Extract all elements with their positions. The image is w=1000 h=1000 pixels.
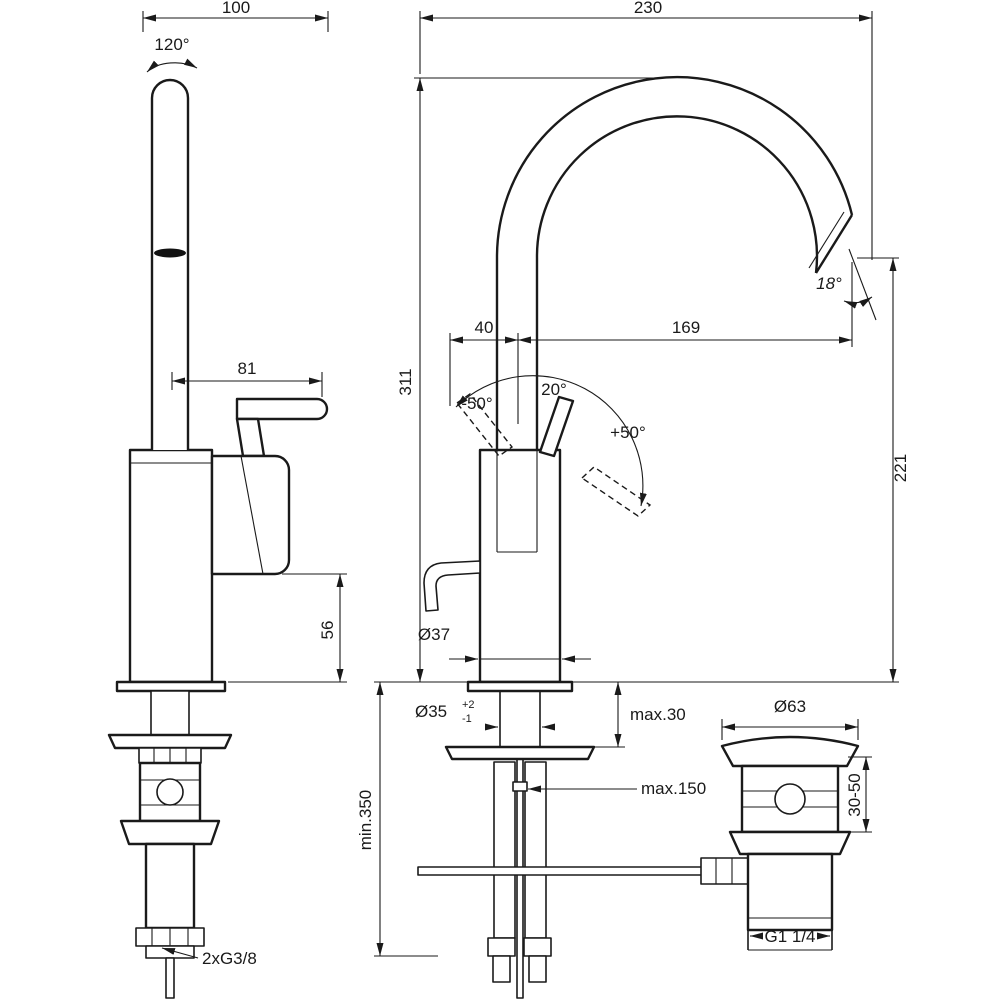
front-threaded-shank: [499, 690, 541, 748]
dim-overall-height: 311: [396, 368, 415, 395]
side-spout: [150, 78, 190, 450]
side-view-dimensions: 100 120° 81 56 2xG3/8: [142, 0, 347, 968]
dim-outlet-angle: 18°: [816, 274, 842, 293]
dim-axis-offset: 40: [475, 318, 494, 337]
dim-waste-flange-diameter: Ø63: [774, 697, 806, 716]
dim-handle-swing-left: -50°: [461, 394, 492, 413]
dim-rod-length: max.150: [641, 779, 706, 798]
side-waste-tailpipe: [144, 842, 196, 930]
dim-body-diameter: Ø37: [418, 625, 450, 644]
supply-hose-left: [493, 761, 516, 939]
outlet-angle-arc: [843, 296, 873, 309]
dim-outlet-height: 221: [891, 454, 910, 482]
side-mounting-washer: [107, 733, 233, 750]
dim-spout-reach: 169: [672, 318, 700, 337]
dim-swivel-angle: 120°: [154, 35, 189, 54]
dim-waste-thread: G1 1/4: [764, 927, 815, 946]
supply-hose-right: [524, 761, 547, 939]
side-base-flange: [115, 680, 227, 693]
waste-tailpipe-front: [746, 852, 834, 932]
spout-end-face: [814, 214, 854, 274]
dim-overall-depth: 230: [634, 0, 662, 17]
swivel-arc: [146, 58, 198, 73]
side-handle-neck: [235, 417, 266, 458]
waste-link-rod: [417, 866, 703, 876]
front-base-flange: [466, 680, 574, 693]
rod-clamp: [512, 781, 528, 792]
side-waste-thread: [145, 945, 195, 959]
dim-waste-adjust-range: 30-50: [845, 773, 864, 816]
front-body: [478, 448, 562, 684]
waste-flange-front: [728, 830, 852, 856]
dim-deck-thickness: max.30: [630, 705, 686, 724]
dim-hole-tol-upper: +2: [462, 699, 475, 711]
side-threaded-shank: [150, 690, 190, 736]
spout-inner-arc: [535, 115, 819, 450]
front-outlet-hook: [423, 560, 481, 612]
front-view: [417, 75, 860, 999]
dim-hose-length: min.350: [356, 790, 375, 850]
dim-handle-swing-right: +50°: [610, 423, 646, 442]
waste-crosshole-front: [774, 783, 806, 815]
dim-width-top: 100: [222, 0, 250, 17]
dim-supply-thread: 2xG3/8: [202, 949, 257, 968]
handle-position-right-50: [580, 466, 652, 517]
handle-swing-arc: [455, 375, 647, 507]
side-cartridge-housing: [210, 454, 291, 576]
dim-handle-tilt: 20°: [541, 380, 567, 399]
side-body: [128, 448, 214, 684]
hose-nut-right: [523, 937, 552, 957]
side-handle-lever: [235, 397, 329, 421]
dim-hole-tol-lower: -1: [462, 713, 472, 725]
hose-nut-left: [487, 937, 516, 957]
dim-handle-reach: 81: [238, 359, 257, 378]
front-mounting-washer: [444, 745, 596, 761]
side-waste-crosshole: [156, 778, 184, 806]
hose-tail-right: [528, 955, 547, 983]
front-view-dimensions: 230 311 221 40 169 18° -50° 20° +50° Ø37: [356, 0, 910, 957]
hose-tail-left: [492, 955, 511, 983]
side-waste-flange: [119, 819, 221, 846]
dim-hole-diameter: Ø35: [415, 702, 447, 721]
side-view: [107, 78, 329, 999]
waste-rod-connector: [700, 857, 749, 885]
supply-thread-leader: [161, 947, 199, 959]
side-housing-detail-line: [240, 455, 264, 575]
waste-plug-cap: [720, 735, 860, 768]
dim-body-clearance: 56: [318, 621, 337, 640]
front-pull-rod: [516, 755, 524, 999]
side-aerator: [154, 248, 186, 258]
side-pull-rod: [165, 957, 175, 999]
spout-end-inner-line: [808, 211, 845, 269]
